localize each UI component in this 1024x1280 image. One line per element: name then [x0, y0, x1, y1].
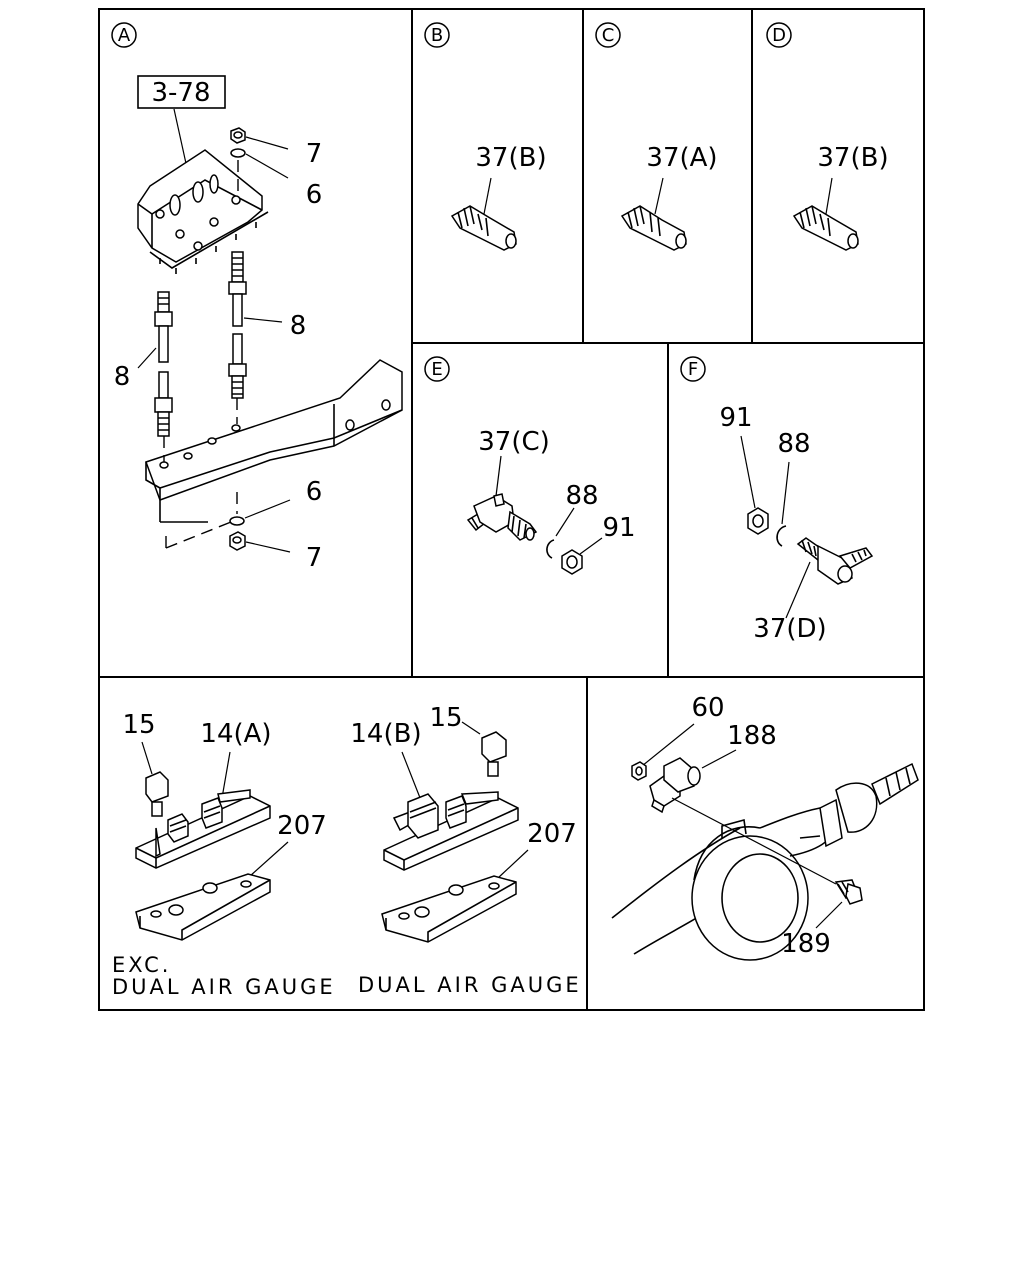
frame-bracket: [145, 359, 403, 523]
svg-text:91: 91: [602, 513, 635, 543]
valve-stem-right: [228, 251, 247, 399]
dual-valve-bracket: [383, 791, 519, 871]
axle-panel: 60 188 189: [611, 693, 919, 961]
svg-text:8: 8: [114, 362, 131, 392]
vent-fitting: [649, 757, 701, 814]
straight-connector: [620, 205, 687, 251]
mounting-bolt: [834, 879, 863, 905]
svg-text:37(B): 37(B): [817, 143, 888, 173]
valve-cap: [145, 771, 169, 817]
svg-text:91: 91: [719, 403, 752, 433]
panel-a-badge: A: [111, 22, 137, 48]
gauge-panel-dual: 14(B) 15 207 DUAL AIR GA: [350, 703, 582, 997]
straight-connector: [450, 205, 517, 251]
lock-washer-top: [230, 148, 246, 158]
tee-connector: [466, 493, 538, 541]
hex-nut: [747, 507, 769, 535]
svg-text:7: 7: [306, 139, 323, 169]
svg-text:C: C: [602, 25, 615, 46]
svg-text:189: 189: [781, 929, 831, 959]
svg-text:DUAL AIR GAUGE: DUAL AIR GAUGE: [112, 975, 336, 999]
axle-housing: [611, 762, 919, 961]
svg-text:DUAL AIR GAUGE: DUAL AIR GAUGE: [358, 973, 582, 997]
elbow-connector: [796, 537, 874, 585]
svg-text:37(A): 37(A): [646, 143, 717, 173]
svg-text:EXC.: EXC.: [112, 953, 171, 977]
svg-text:E: E: [431, 359, 442, 380]
svg-text:D: D: [772, 25, 786, 46]
hex-nut-bottom: [229, 531, 246, 551]
hex-nut: [631, 761, 647, 781]
svg-text:37(C): 37(C): [478, 427, 550, 457]
svg-text:15: 15: [429, 703, 462, 733]
panel-d: D 37(B): [766, 22, 889, 251]
lock-washer-bottom: [229, 516, 245, 526]
panel-frame: [98, 8, 925, 1011]
valve-stem-left: [154, 291, 173, 437]
panel-f: F 91 88 37(D): [680, 356, 874, 644]
gauge-panel-exc-dual: 15 14(A) 207 EXC. DU: [112, 710, 336, 999]
valve-cap: [481, 731, 507, 777]
straight-connector: [792, 205, 859, 251]
svg-text:88: 88: [777, 429, 810, 459]
svg-text:7: 7: [306, 543, 323, 573]
panel-c: C 37(A): [595, 22, 718, 251]
svg-text:37(D): 37(D): [753, 614, 826, 644]
svg-text:37(B): 37(B): [475, 143, 546, 173]
svg-text:A: A: [118, 25, 131, 46]
svg-text:15: 15: [122, 710, 155, 740]
svg-text:8: 8: [290, 311, 307, 341]
svg-text:B: B: [431, 25, 443, 46]
svg-text:88: 88: [565, 481, 598, 511]
valve-bracket: [137, 149, 269, 274]
svg-text:14(A): 14(A): [200, 719, 271, 749]
svg-text:207: 207: [527, 819, 577, 849]
svg-text:F: F: [688, 359, 698, 380]
svg-text:207: 207: [277, 811, 327, 841]
svg-text:6: 6: [306, 180, 323, 210]
panel-a: A 3-78: [111, 22, 403, 573]
panel-b: B 37(B): [424, 22, 547, 251]
svg-text:14(B): 14(B): [350, 719, 421, 749]
mounting-plate: [381, 875, 517, 943]
hex-nut-top: [230, 127, 246, 144]
reference-box: 3-78: [137, 75, 226, 109]
hex-nut: [561, 549, 583, 575]
snap-ring: [776, 525, 787, 547]
panel-e: E 37(C) 88 91: [424, 356, 636, 575]
svg-text:60: 60: [691, 693, 724, 723]
snap-ring: [546, 539, 555, 559]
svg-text:6: 6: [306, 477, 323, 507]
svg-text:188: 188: [727, 721, 777, 751]
mounting-plate: [135, 873, 271, 941]
tire-valve-bracket: [135, 789, 271, 869]
svg-text:3-78: 3-78: [151, 78, 210, 108]
